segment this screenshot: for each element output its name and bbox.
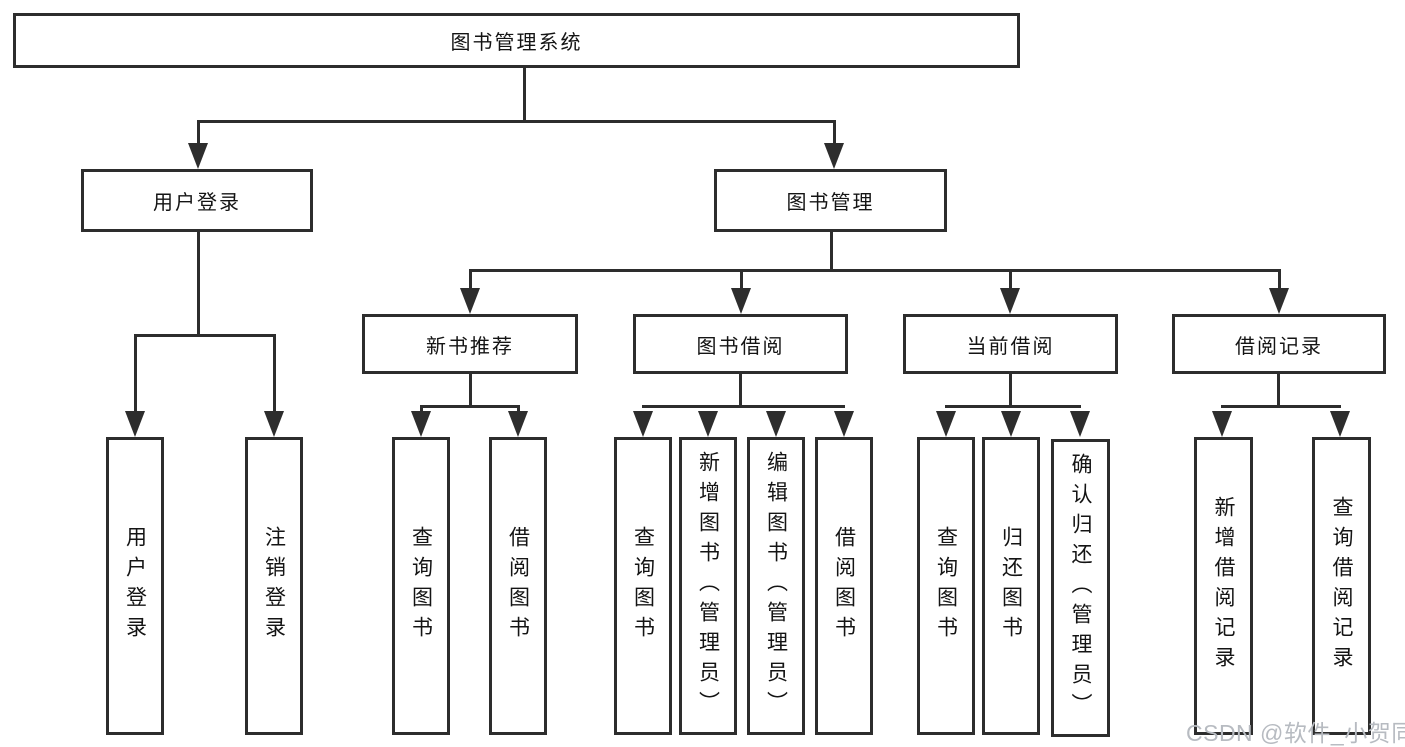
leaf-add-borrow-record: 新增借阅记录 [1194,437,1253,735]
arrowhead-down [1000,288,1020,314]
arrowhead-down [508,411,528,437]
arrowhead-down [1330,411,1350,437]
connector-line-v [523,68,526,122]
arrowhead-down [1269,288,1289,314]
leaf-label: 借阅图书 [832,526,856,646]
arrowhead-down [731,288,751,314]
arrowhead-down [1001,411,1021,437]
leaf-query-books-current: 查询图书 [917,437,975,735]
connector-line-h [197,120,835,123]
connector-line-v [517,405,520,415]
connector-line-v [134,334,137,414]
leaf-label: 新增借阅记录 [1212,496,1235,676]
node-label: 借阅记录 [1235,335,1323,358]
connector-line-v [273,334,276,414]
leaf-label: 编辑图书（管理员） [764,451,788,721]
connector-line-h [420,405,520,408]
node-label: 图书借阅 [696,335,785,358]
connector-line-v [1009,374,1012,408]
leaf-label: 归还图书 [999,526,1023,646]
arrowhead-down [633,411,653,437]
leaf-confirm-return-admin: 确认归还（管理员） [1051,439,1110,737]
leaf-logout: 注销登录 [245,437,303,735]
arrowhead-down [936,411,956,437]
leaf-edit-books-admin: 编辑图书（管理员） [747,437,805,735]
leaf-label: 注销登录 [262,526,286,646]
node-library-management-system: 图书管理系统 [13,13,1020,68]
node-borrowing-records: 借阅记录 [1172,314,1386,374]
leaf-add-books-admin: 新增图书（管理员） [679,437,737,735]
node-book-management: 图书管理 [714,169,947,232]
node-label: 新书推荐 [426,335,514,358]
node-user-login: 用户登录 [81,169,313,232]
leaf-query-borrow-record: 查询借阅记录 [1312,437,1371,735]
leaf-label: 查询图书 [631,526,655,646]
arrowhead-down [411,411,431,437]
leaf-query-books-recommend: 查询图书 [392,437,450,735]
leaf-label: 查询图书 [934,526,958,646]
connector-line-h [1221,405,1341,408]
leaf-query-books-borrow: 查询图书 [614,437,672,735]
leaf-label: 借阅图书 [506,526,530,646]
arrowhead-down [698,411,718,437]
connector-line-v [740,269,743,291]
leaf-label: 用户登录 [123,526,147,646]
connector-line-v [739,374,742,408]
connector-line-h [945,405,1081,408]
arrowhead-down [1212,411,1232,437]
node-label: 图书管理系统 [450,32,583,54]
node-label: 当前借阅 [966,335,1055,358]
leaf-borrow-books: 借阅图书 [815,437,873,735]
connector-line-v [197,120,200,146]
connector-line-h [469,269,1281,272]
arrowhead-down [188,143,208,169]
connector-line-h [642,405,845,408]
leaf-label: 查询图书 [409,526,433,646]
arrowhead-down [125,411,145,437]
connector-line-v [1009,269,1012,291]
arrowhead-down [460,288,480,314]
arrowhead-down [834,411,854,437]
connector-line-v [1277,374,1280,408]
node-label: 图书管理 [786,192,875,214]
connector-line-v [420,405,423,415]
connector-line-h [134,334,275,337]
leaf-label: 新增图书（管理员） [696,451,720,721]
arrowhead-down [766,411,786,437]
node-label: 用户登录 [153,192,241,214]
connector-line-v [469,269,472,291]
arrowhead-down [824,143,844,169]
connector-line-v [1278,269,1281,291]
node-current-borrowing: 当前借阅 [903,314,1118,374]
connector-line-v [833,120,836,146]
csdn-watermark: CSDN @软件_小贺同学 [1186,720,1405,746]
arrowhead-down [264,411,284,437]
node-book-borrowing: 图书借阅 [633,314,848,374]
arrowhead-down [1070,411,1090,437]
leaf-user-login: 用户登录 [106,437,164,735]
connector-line-v [197,232,200,337]
leaf-borrow-books-recommend: 借阅图书 [489,437,547,735]
node-new-book-recommendation: 新书推荐 [362,314,578,374]
connector-line-v [830,232,833,272]
connector-line-v [469,374,472,408]
leaf-return-books: 归还图书 [982,437,1040,735]
leaf-label: 确认归还（管理员） [1069,453,1092,723]
leaf-label: 查询借阅记录 [1330,496,1353,676]
